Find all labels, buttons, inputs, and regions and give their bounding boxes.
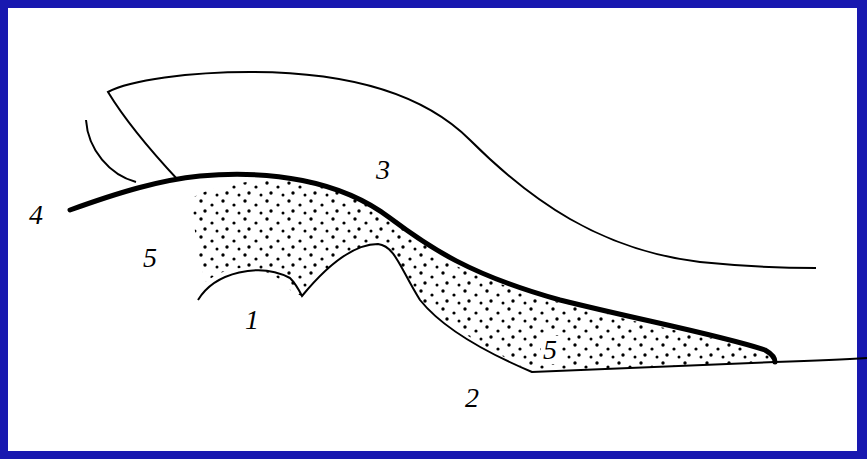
callout-number: 3: [374, 156, 392, 184]
thick-membrane-line: [70, 174, 775, 362]
left-line: [86, 120, 136, 182]
callout-number: 4: [27, 201, 45, 229]
callout-number: 5: [541, 336, 559, 364]
upper-outline: [108, 72, 816, 268]
callout-number: 1: [243, 306, 261, 334]
slide-ground: [8, 8, 857, 451]
lower-outline: [198, 244, 867, 372]
callout-number: 2: [463, 384, 481, 412]
callout-number: 5: [141, 244, 159, 272]
